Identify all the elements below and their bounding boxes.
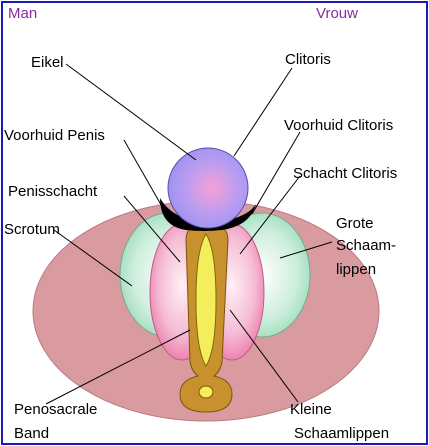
band-ring	[198, 385, 214, 399]
leader-kleine-schaamlippen	[229, 309, 299, 403]
label-voorhuid-penis: Voorhuid Penis	[4, 127, 105, 144]
label-grote-line1: Grote	[336, 215, 374, 232]
label-kleine-line1: Kleine	[290, 401, 332, 418]
label-kleine-line2: Schaamlippen	[294, 425, 389, 442]
label-scrotum: Scrotum	[4, 221, 60, 238]
leader-grote-schaamlippen	[279, 241, 333, 259]
leader-penosacrale-band	[45, 329, 191, 405]
label-grote-line3: lippen	[336, 261, 376, 278]
label-penosacrale-line2: Band	[14, 425, 49, 442]
leader-clitoris	[233, 67, 293, 157]
leader-eikel	[65, 63, 197, 161]
label-clitoris: Clitoris	[285, 51, 331, 68]
leader-lines	[45, 63, 333, 405]
label-penisschacht: Penisschacht	[8, 183, 98, 200]
label-grote-line2: Schaam-	[336, 237, 396, 254]
shaft-core	[195, 233, 217, 367]
foreskin-hood	[160, 198, 256, 231]
label-penosacrale-line1: Penosacrale	[14, 401, 97, 418]
leader-penisschacht	[123, 195, 181, 263]
leader-schacht-clitoris	[239, 175, 301, 255]
label-eikel: Eikel	[31, 54, 64, 71]
label-voorhuid-clitoris: Voorhuid Clitoris	[284, 117, 393, 134]
leader-voorhuid-clitoris	[251, 131, 301, 215]
label-schacht-clitoris: Schacht Clitoris	[293, 165, 397, 182]
leader-voorhuid-penis	[123, 139, 165, 211]
leader-scrotum	[53, 229, 133, 287]
header-man: Man	[8, 5, 37, 22]
glans-clitoris	[167, 147, 249, 229]
header-vrouw: Vrouw	[316, 5, 358, 22]
